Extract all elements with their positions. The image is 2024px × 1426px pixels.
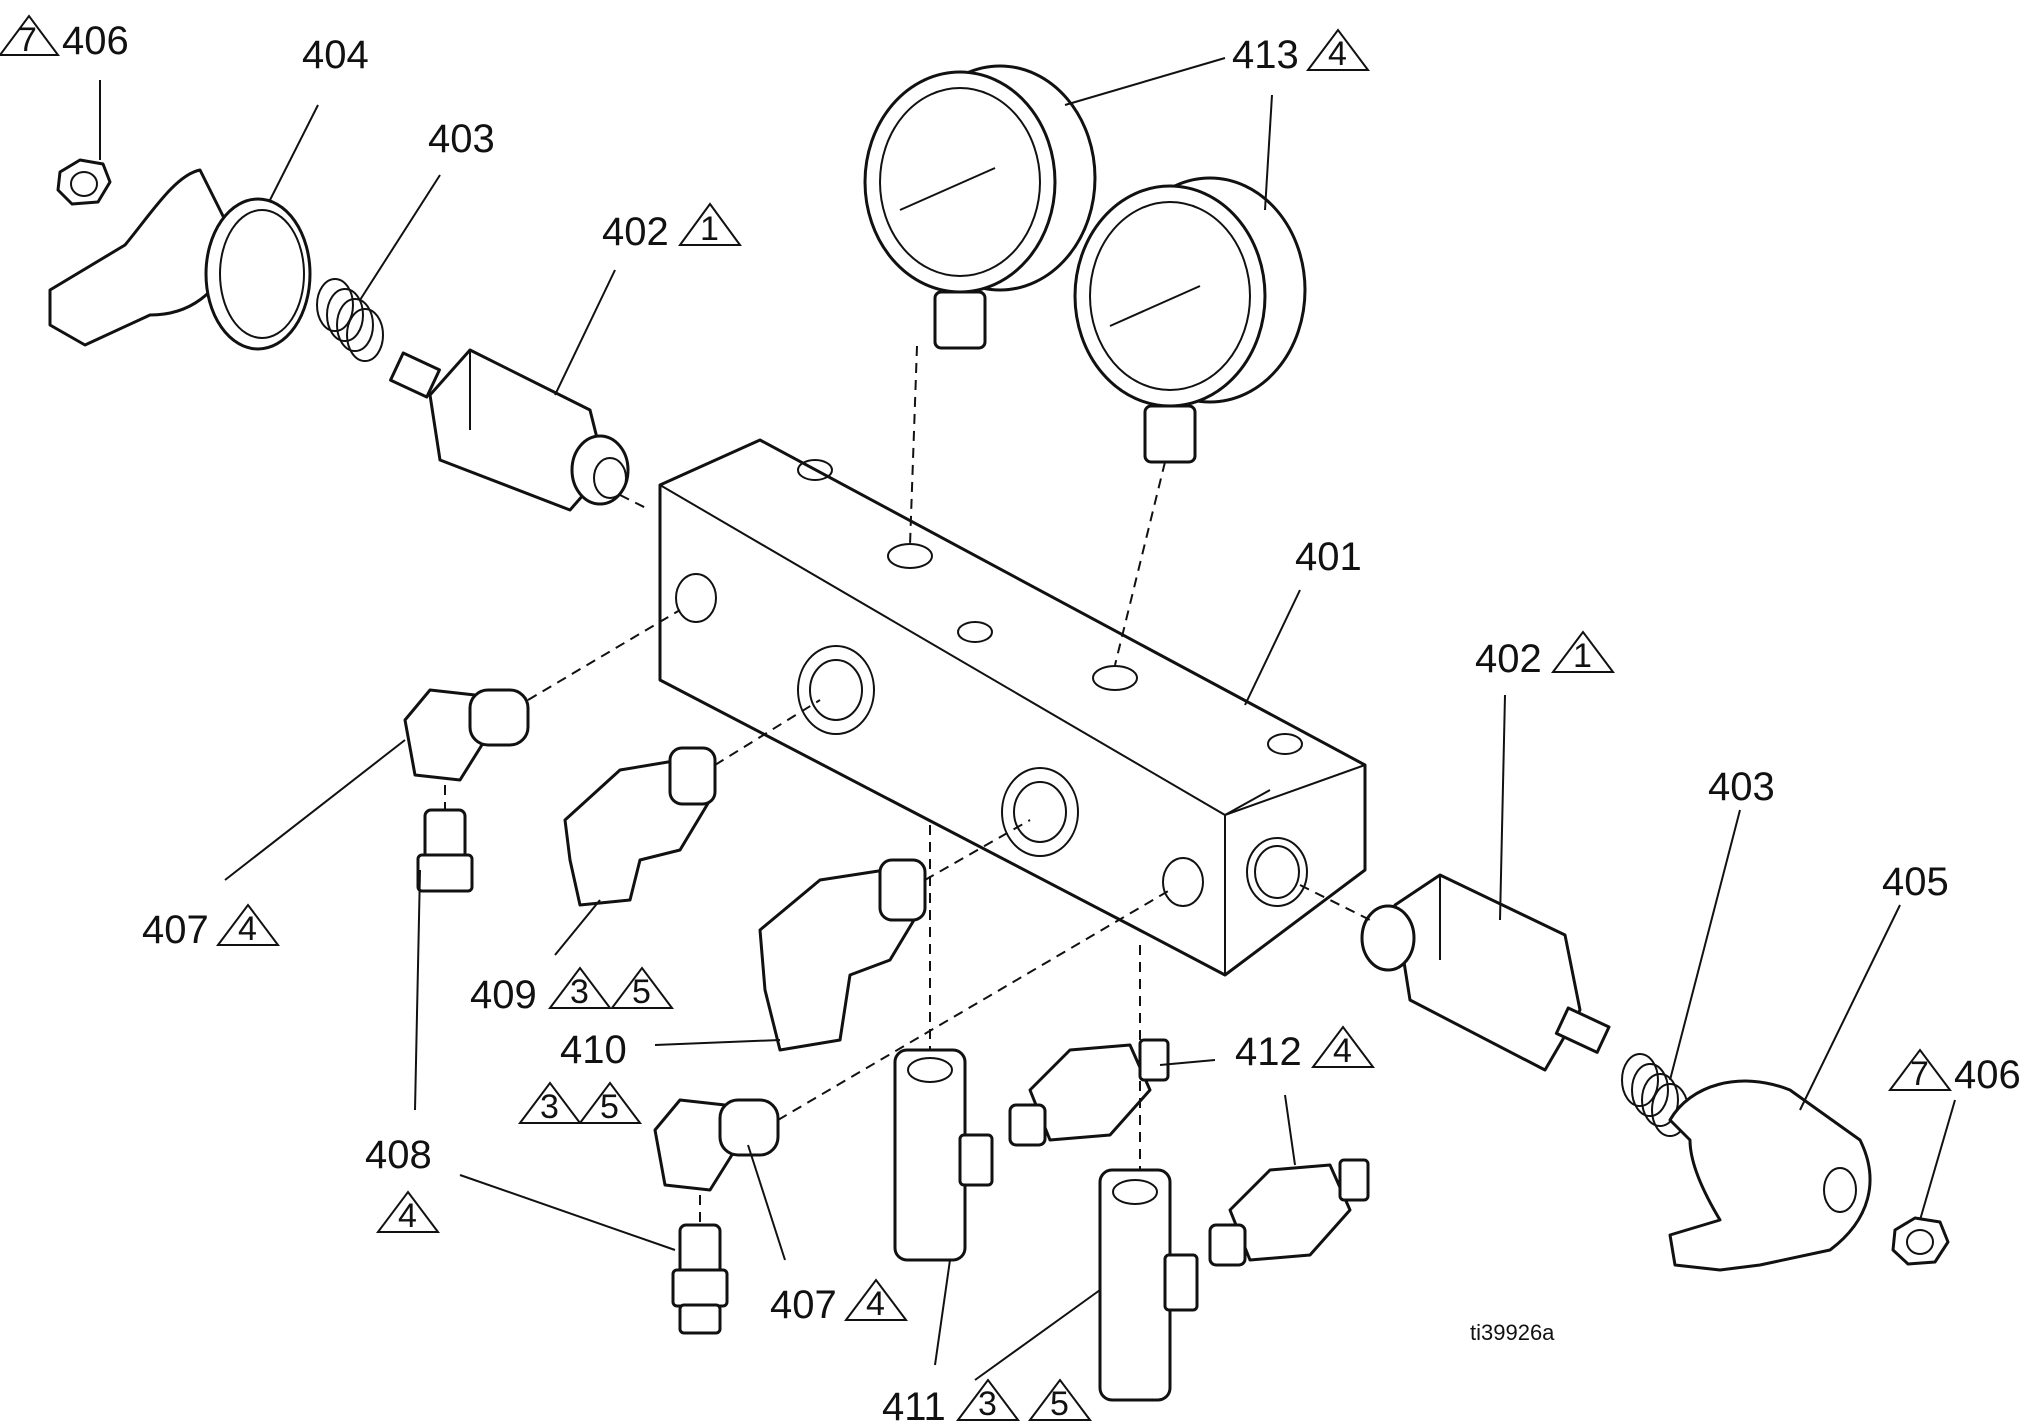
- left-hex-nut: [56, 158, 112, 206]
- svg-text:403: 403: [1708, 765, 1775, 809]
- svg-text:7: 7: [1910, 1055, 1929, 1093]
- drawing-id: ti39926a: [1470, 1320, 1555, 1345]
- callout-406-left: 7 406: [0, 14, 129, 63]
- callout-410: 410 3 5: [518, 1028, 642, 1126]
- svg-text:406: 406: [1954, 1053, 2021, 1097]
- assembly-centerlines: [444, 345, 1371, 1225]
- callout-406-right: 7 406: [1888, 1048, 2021, 1097]
- svg-text:410: 410: [560, 1028, 627, 1072]
- callout-412: 412 4: [1235, 1025, 1375, 1074]
- elbow-fitting-409: [563, 746, 717, 907]
- callout-403-left: 403: [428, 117, 495, 161]
- right-handle: [1668, 1079, 1872, 1272]
- svg-text:1: 1: [1573, 637, 1592, 675]
- svg-text:413: 413: [1232, 33, 1299, 77]
- svg-text:407: 407: [770, 1283, 837, 1327]
- fitting-411-lower: [1098, 1168, 1199, 1402]
- elbow-fitting-410: [758, 858, 927, 1052]
- svg-text:401: 401: [1295, 535, 1362, 579]
- adapter-upper: [416, 808, 474, 893]
- svg-text:4: 4: [398, 1197, 417, 1235]
- svg-text:1: 1: [700, 210, 719, 248]
- svg-text:406: 406: [62, 19, 129, 63]
- svg-text:5: 5: [632, 973, 651, 1011]
- callout-402-left: 402 1: [602, 202, 742, 254]
- svg-text:4: 4: [238, 910, 257, 948]
- svg-text:411: 411: [882, 1385, 946, 1426]
- svg-text:403: 403: [428, 117, 495, 161]
- callout-407-bottom: 407 4: [770, 1278, 908, 1327]
- plug-upper: [403, 688, 530, 782]
- pressure-gauge-2: [1073, 176, 1307, 464]
- svg-text:3: 3: [978, 1385, 997, 1423]
- svg-text:4: 4: [1328, 35, 1347, 73]
- fitting-411-upper: [893, 1048, 994, 1262]
- pressure-sensor-lower: [1208, 1158, 1370, 1267]
- callout-413: 413 4: [1232, 28, 1370, 77]
- svg-text:3: 3: [540, 1088, 559, 1126]
- callout-403-right: 403: [1708, 765, 1775, 809]
- pressure-gauge-1: [863, 64, 1097, 350]
- svg-text:407: 407: [142, 908, 209, 952]
- svg-text:404: 404: [302, 33, 369, 77]
- callout-411: 411 3 5: [882, 1378, 1092, 1426]
- callout-405: 405: [1882, 860, 1949, 904]
- right-pressure-relief-valve: [1360, 873, 1611, 1072]
- callout-409: 409 3 5: [470, 966, 674, 1017]
- callout-404: 404: [302, 33, 369, 77]
- svg-text:408: 408: [365, 1133, 432, 1177]
- callout-408: 408 4: [365, 1133, 440, 1235]
- left-handle: [48, 168, 312, 351]
- callout-401: 401: [1295, 535, 1362, 579]
- pressure-sensor-upper: [1008, 1038, 1170, 1147]
- svg-text:3: 3: [570, 973, 589, 1011]
- svg-text:412: 412: [1235, 1030, 1302, 1074]
- svg-text:7: 7: [18, 21, 37, 59]
- callout-leaders: [99, 57, 1956, 1381]
- svg-text:402: 402: [602, 210, 669, 254]
- right-hex-nut: [1891, 1216, 1950, 1266]
- svg-text:4: 4: [1333, 1032, 1352, 1070]
- callout-407-left: 407 4: [142, 903, 280, 952]
- svg-text:4: 4: [866, 1285, 885, 1323]
- svg-text:402: 402: [1475, 637, 1542, 681]
- plug-lower: [653, 1098, 780, 1192]
- svg-text:5: 5: [600, 1088, 619, 1126]
- svg-text:5: 5: [1050, 1385, 1069, 1423]
- callout-402-right: 402 1: [1475, 630, 1615, 681]
- svg-text:405: 405: [1882, 860, 1949, 904]
- manifold-block: [658, 438, 1367, 977]
- svg-text:409: 409: [470, 973, 537, 1017]
- left-pressure-relief-valve: [389, 348, 630, 512]
- adapter-lower: [671, 1223, 729, 1335]
- left-spring: [316, 278, 384, 362]
